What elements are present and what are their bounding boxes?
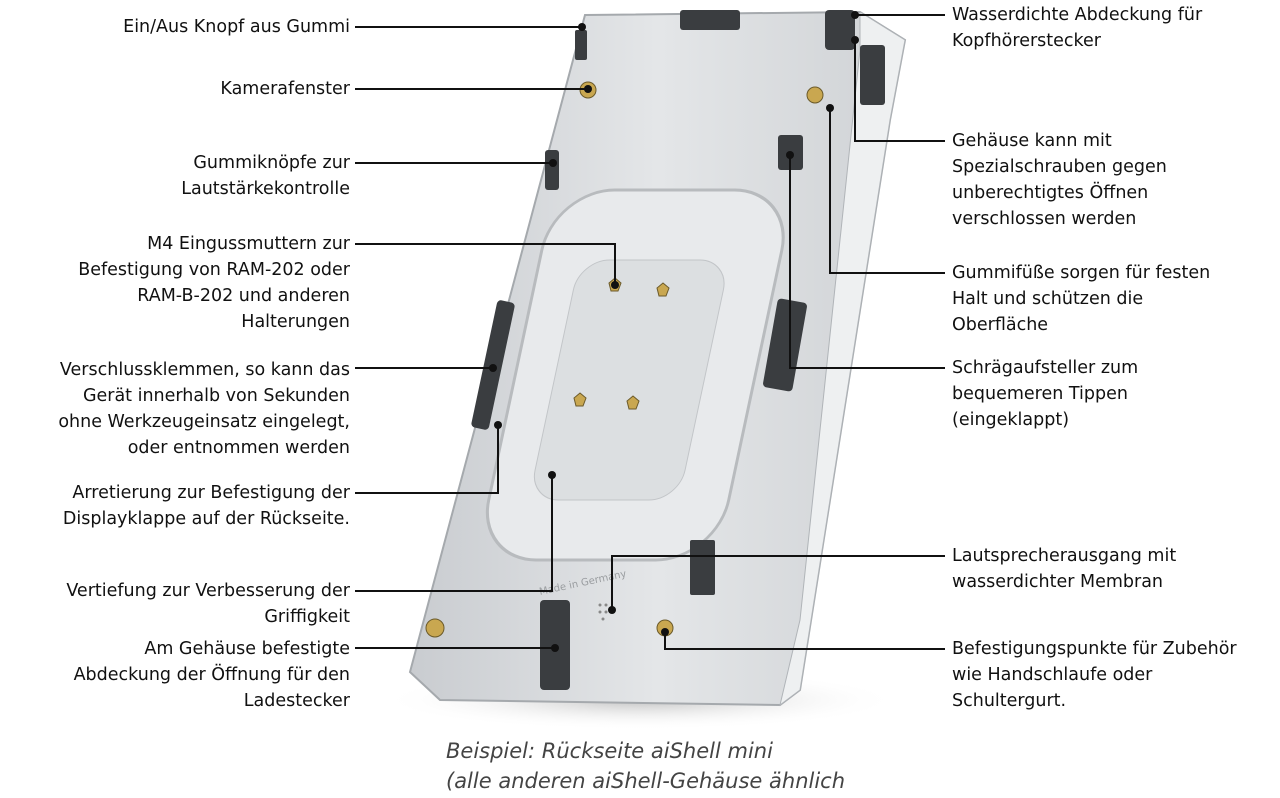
label-line: Halt und schützen die: [952, 289, 1144, 309]
label-line: Schultergurt.: [952, 691, 1067, 711]
label-line: RAM-B-202 und anderen: [137, 286, 350, 306]
label-line: bequemeren Tippen: [952, 384, 1128, 404]
label-line: Spezialschrauben gegen: [952, 157, 1167, 177]
label-line: Lautstärkekontrolle: [181, 179, 350, 199]
label-line: Griffigkeit: [264, 607, 350, 627]
label-line: Schrägaufsteller zum: [952, 358, 1139, 378]
label-kickstand: Schrägaufsteller zum bequemeren Tippen (ei…: [952, 355, 1138, 433]
label-line: (eingeklappt): [952, 410, 1070, 430]
grip-recess: [533, 259, 725, 501]
label-line: Befestigung von RAM-202 oder: [78, 260, 350, 280]
label-speaker: Lautsprecherausgang mit wasserdichter Mem…: [952, 543, 1176, 595]
leader-lines: [355, 14, 945, 650]
label-line: Vertiefung zur Verbesserung der: [66, 581, 350, 601]
speaker-holes: [598, 603, 608, 621]
label-line: M4 Eingussmuttern zur: [147, 234, 350, 254]
device-side-edge: [779, 11, 906, 707]
label-line: Befestigungspunkte für Zubehör: [952, 639, 1237, 659]
caption: Beispiel: Rückseite aiShell mini (alle a…: [446, 736, 845, 796]
caption-line: (alle anderen aiShell-Gehäuse ähnlich: [446, 769, 846, 793]
label-line: Ein/Aus Knopf aus Gummi: [123, 17, 350, 37]
caption-line: Beispiel: Rückseite aiShell mini: [446, 739, 773, 763]
label-line: wasserdichter Membran: [952, 572, 1164, 592]
label-line: Abdeckung der Öffnung für den: [73, 665, 350, 685]
label-line: verschlossen werden: [952, 209, 1137, 229]
label-line: Gummifüße sorgen für festen: [952, 263, 1211, 283]
label-line: Lautsprecherausgang mit: [952, 546, 1177, 566]
label-power-button: Ein/Aus Knopf aus Gummi: [123, 14, 350, 40]
label-line: Halterungen: [241, 312, 350, 332]
label-line: Gerät innerhalb von Sekunden: [82, 386, 350, 406]
leader-dots: [489, 11, 859, 652]
label-line: Gehäuse kann mit: [952, 131, 1112, 151]
label-line: ohne Werkzeugeinsatz eingelegt,: [58, 412, 350, 432]
label-line: Kamerafenster: [220, 79, 350, 99]
label-line: Oberfläche: [952, 315, 1049, 335]
label-accessory-points: Befestigungspunkte für Zubehör wie Handsc…: [952, 636, 1237, 714]
label-line: Kopfhörerstecker: [952, 31, 1101, 51]
label-camera-window: Kamerafenster: [220, 76, 350, 102]
label-line: Displayklappe auf der Rückseite.: [62, 509, 350, 529]
label-line: Am Gehäuse befestigte: [144, 639, 350, 659]
label-line: oder entnommen werden: [127, 438, 350, 458]
label-line: wie Handschlaufe oder: [952, 665, 1153, 685]
label-line: Wasserdichte Abdeckung für: [952, 5, 1203, 25]
label-line: Verschlussklemmen, so kann das: [59, 360, 350, 380]
label-line: Ladestecker: [243, 691, 350, 711]
label-line: Gummiknöpfe zur: [193, 153, 350, 173]
label-line: Arretierung zur Befestigung der: [72, 483, 350, 503]
label-line: unberechtigtes Öffnen: [952, 183, 1149, 203]
